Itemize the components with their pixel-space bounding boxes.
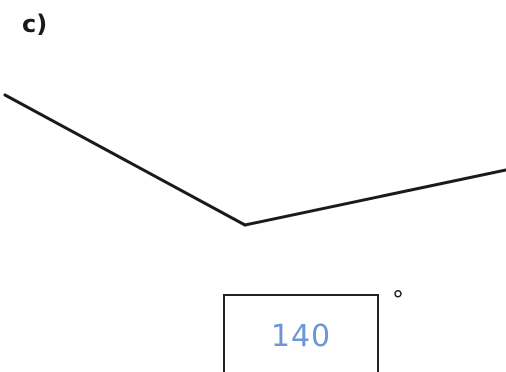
angle-arm-left	[3, 93, 247, 227]
degree-symbol: °	[392, 286, 404, 314]
answer-handwritten-value: 140	[270, 319, 332, 354]
angle-arm-right	[243, 168, 506, 227]
question-part-label: c)	[22, 10, 48, 38]
answer-input-box[interactable]: 140	[223, 294, 379, 372]
